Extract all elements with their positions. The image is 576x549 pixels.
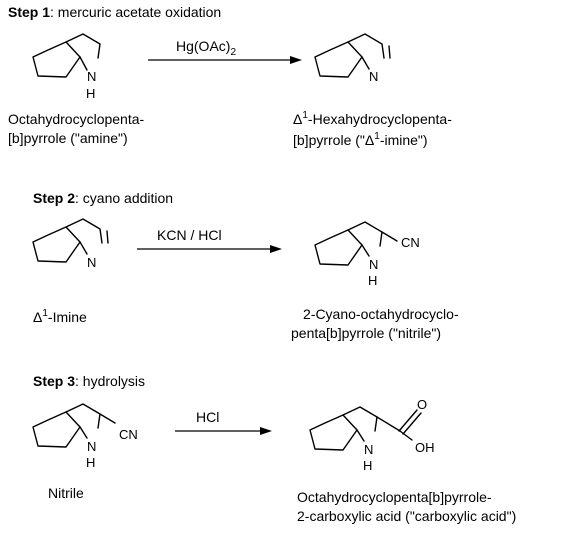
reagent-2: KCN / HCl <box>157 227 222 243</box>
atom-n: N <box>87 69 96 84</box>
step3-heading: Step 3 <box>33 373 75 389</box>
step3-subtitle: : hydrolysis <box>75 373 145 389</box>
reagent-3: HCl <box>196 409 219 425</box>
reaction-arrow-2 <box>137 245 282 253</box>
atom-h: H <box>363 458 372 473</box>
step1-subtitle: : mercuric acetate oxidation <box>50 4 221 20</box>
imine-structure: N <box>32 218 109 270</box>
atom-h: H <box>86 86 95 101</box>
atom-n: N <box>87 439 96 454</box>
atom-h: H <box>368 273 377 288</box>
cyano-group: CN <box>119 427 138 442</box>
atom-h: H <box>86 455 95 470</box>
nitrile-label-line2: penta[b]pyrrole ("nitrile") <box>291 325 441 341</box>
reaction-arrow-1 <box>148 56 302 64</box>
acid-label-line1: Octahydrocyclopenta[b]pyrrole- <box>297 489 492 505</box>
atom-n: N <box>369 257 378 272</box>
amine-structure: N H <box>32 33 101 101</box>
atom-n: N <box>369 69 378 84</box>
imine-structure: N <box>314 33 391 84</box>
step1-heading: Step 1 <box>8 4 50 20</box>
step1-title: Step 1: mercuric acetate oxidation <box>8 4 221 20</box>
nitrile-structure: N H CN <box>314 221 420 288</box>
imine-short-label: Δ1-Imine <box>33 308 87 325</box>
amine-label-line1: Octahydrocyclopenta- <box>8 111 145 127</box>
atom-n: N <box>364 442 373 457</box>
cyano-group: CN <box>401 235 420 250</box>
nitrile-label-line1: 2-Cyano-octahydrocyclo- <box>303 306 459 322</box>
carboxylic-acid-structure: N H O OH <box>309 397 435 473</box>
step2-title: Step 2: cyano addition <box>33 190 173 206</box>
reaction-arrow-3 <box>175 427 272 435</box>
step2-heading: Step 2 <box>33 190 75 206</box>
nitrile-short-label: Nitrile <box>48 485 84 501</box>
atom-o: O <box>417 397 427 412</box>
amine-label-line2: [b]pyrrole ("amine") <box>8 130 128 146</box>
hydroxyl-group: OH <box>415 440 435 455</box>
reagent-1: Hg(OAc)2 <box>176 38 236 58</box>
imine-label-line1: Δ1-Hexahydrocyclopenta- <box>293 110 452 127</box>
atom-n: N <box>87 255 96 270</box>
step2-subtitle: : cyano addition <box>75 190 173 206</box>
imine-label-line2: [b]pyrrole ("Δ1-imine") <box>293 131 428 148</box>
step3-title: Step 3: hydrolysis <box>33 373 145 389</box>
nitrile-structure: N H CN <box>32 403 138 470</box>
acid-label-line2: 2-carboxylic acid ("carboxylic acid") <box>297 508 516 524</box>
